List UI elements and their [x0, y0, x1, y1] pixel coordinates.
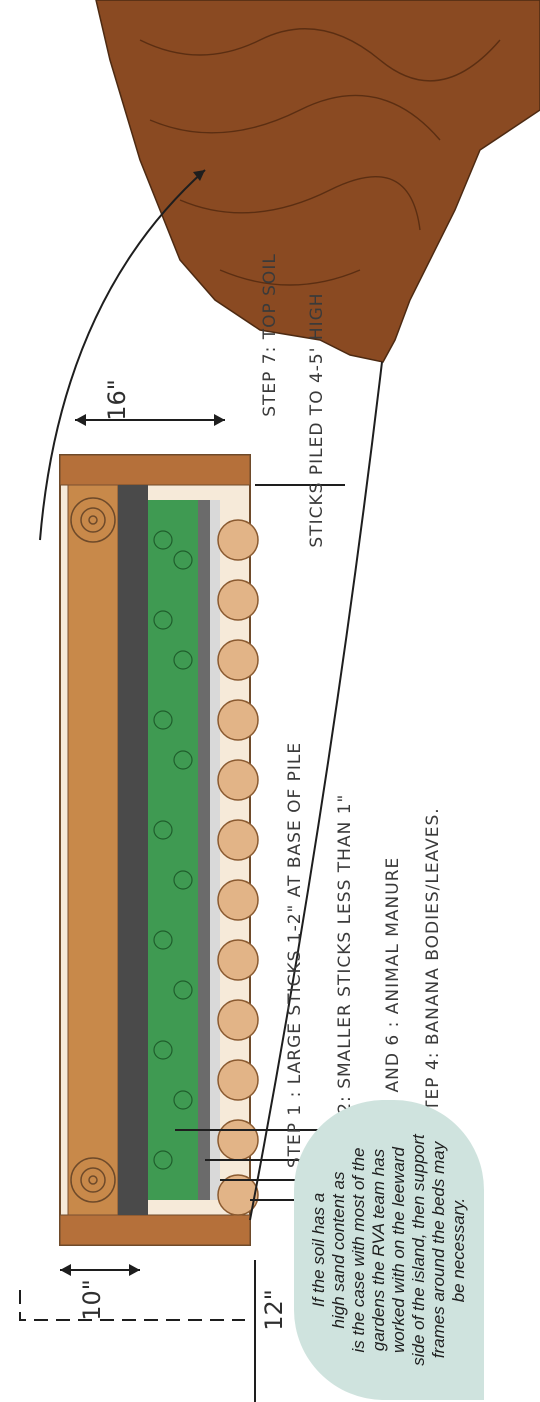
label-step7: STEP 7: TOP SOIL [260, 253, 280, 417]
bed-topsoil-layer [68, 485, 118, 1215]
dim-12-label: 12" [260, 1289, 288, 1331]
note-line: If the soil has a [309, 1100, 329, 1400]
label-step4: STEP 4: BANANA BODIES/LEAVES. [423, 807, 443, 1122]
note-line: gardens the RVA team has [369, 1100, 389, 1400]
note-line: be necessary. [449, 1100, 469, 1400]
note-line: is the case with most of the [349, 1100, 369, 1400]
note-line: side of the island, then support [409, 1100, 429, 1400]
frame-top-board [60, 455, 250, 485]
support-frame-note: If the soil has a high sand content as i… [294, 1100, 484, 1400]
manure-layer-top [118, 485, 148, 1215]
label-step1: STEP 1 : LARGE STICKS 1-2" AT BASE OF PI… [285, 742, 305, 1168]
note-text: If the soil has a high sand content as i… [309, 1100, 469, 1400]
ground-guide [20, 1290, 245, 1320]
label-sticks-piled: STICKS PILED TO 4-5' HIGH [307, 292, 327, 547]
dim-16-label: 16" [103, 379, 131, 421]
note-line: high sand content as [329, 1100, 349, 1400]
manure-layer-bottom [198, 500, 210, 1200]
dim-10-label: 10" [78, 1279, 106, 1321]
note-line: frames around the beds may [429, 1100, 449, 1400]
note-line: worked with on the leeward [389, 1100, 409, 1400]
frame-bottom-board [60, 1215, 250, 1245]
